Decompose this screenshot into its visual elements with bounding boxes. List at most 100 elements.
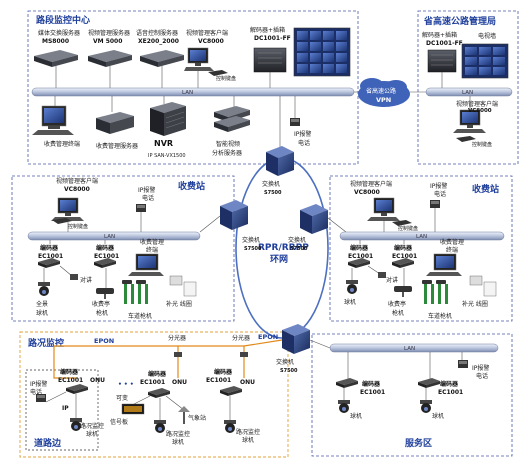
cam2-1: 路况监控 — [166, 430, 190, 438]
service-camera-2[interactable] — [420, 400, 432, 413]
charge-mgmt-server[interactable] — [96, 112, 134, 134]
media-switch-server[interactable] — [34, 50, 78, 67]
splitter-2[interactable] — [240, 352, 248, 357]
fill-light-left[interactable] — [169, 275, 197, 297]
charge-mgmt-terminal[interactable] — [32, 105, 74, 135]
enc-a-model: EC1001 — [58, 377, 83, 384]
vc-toll-left-model: VC8000 — [64, 186, 90, 193]
switch-left[interactable] — [220, 200, 248, 230]
encoder-toll-right-1[interactable] — [348, 258, 370, 268]
xe-name: 语音控制服务器 — [136, 29, 178, 37]
service-links — [343, 352, 463, 400]
encoder-service-2[interactable] — [418, 378, 440, 388]
onu-encoder-c[interactable] — [220, 386, 242, 396]
variable-sign[interactable] — [121, 403, 145, 415]
toll-right-upper-links — [383, 208, 436, 232]
dome-camera-right[interactable] — [346, 280, 358, 294]
ip-alarm-phone-toll-right[interactable] — [430, 200, 440, 208]
road-camera-c[interactable] — [224, 420, 236, 433]
keyboard-icon[interactable] — [456, 136, 476, 142]
toll-gun-left-2: 枪机 — [96, 309, 108, 317]
video-wall-center[interactable] — [293, 27, 351, 77]
switch-right[interactable] — [300, 204, 328, 234]
switch-top[interactable] — [266, 146, 294, 176]
weather-station[interactable] — [178, 406, 190, 424]
onu-b: ONU — [172, 379, 187, 386]
ana-name2: 分析服务器 — [212, 149, 242, 157]
switch-bottom-name: 交换机 — [276, 358, 294, 366]
nvr-storage[interactable] — [150, 102, 186, 136]
video-mgmt-client-toll-right[interactable] — [367, 197, 400, 221]
ip-alarm-phone-toll-left[interactable] — [136, 204, 146, 212]
toll-gun-camera-left[interactable] — [96, 288, 114, 299]
ipphone-road-2: 电话 — [30, 388, 42, 396]
video-mgmt-server[interactable] — [88, 50, 132, 67]
svg-text:LAN: LAN — [104, 234, 115, 240]
ipphone-service-2: 电话 — [476, 372, 488, 380]
talk-device-right[interactable] — [378, 272, 386, 278]
keyboard-icon[interactable] — [208, 70, 228, 76]
sign-1: 可变 — [116, 394, 128, 402]
ip-alarm-phone-service[interactable] — [458, 360, 468, 368]
title-road-center: 路段监控中心 — [36, 14, 90, 26]
lan-bar-center: LAN — [31, 87, 355, 97]
onu-encoder-b[interactable] — [148, 388, 170, 398]
ipphone-service-1: IP报警 — [472, 364, 489, 372]
toll-terminal-right[interactable] — [426, 253, 462, 276]
decoder-chassis-highway[interactable] — [427, 49, 457, 73]
encoder-toll-right-2[interactable] — [392, 258, 414, 268]
lan-bar-toll-right: LAN — [339, 231, 505, 241]
switch-right-model: S7500 — [290, 246, 308, 252]
video-mgmt-client-highway[interactable] — [453, 109, 486, 133]
encoder-toll-left-1[interactable] — [38, 258, 60, 268]
ball-service-2: 球机 — [432, 412, 444, 420]
lane-gun-cameras-left[interactable] — [122, 280, 148, 304]
epon-lines — [53, 339, 283, 379]
enc-service-2-model: EC1001 — [438, 389, 463, 396]
ball-right: 球机 — [344, 298, 356, 306]
term-toll-left-1: 收费管理 — [140, 238, 164, 246]
ip-alarm-phone-road[interactable] — [36, 394, 46, 402]
road-dots: • • • — [118, 381, 134, 388]
encoder-service-1[interactable] — [336, 378, 358, 388]
splitter-2-label: 分光器 — [232, 334, 250, 342]
lane-gun-cameras-right[interactable] — [422, 280, 448, 304]
talk-device-left[interactable] — [70, 274, 78, 280]
voice-control-server[interactable] — [140, 50, 184, 67]
quanjing-1: 全景 — [36, 300, 48, 308]
svg-text:省高速公路: 省高速公路 — [366, 87, 396, 95]
enc-toll-right-2-model: EC1001 — [392, 253, 417, 260]
dome-camera-left[interactable] — [38, 282, 50, 296]
title-service: 服务区 — [405, 437, 432, 449]
switch-left-name: 交换机 — [242, 236, 260, 244]
link-switch-right-toll — [327, 217, 347, 233]
ip-alarm-phone-center[interactable] — [290, 118, 300, 126]
decoder-center-model: DC1001-FF — [254, 35, 291, 42]
keyboard-icon[interactable] — [392, 220, 412, 226]
decoder-highway-name: 解码器+插箱 — [422, 31, 457, 39]
svg-text:VPN: VPN — [376, 96, 391, 104]
encoder-toll-left-2[interactable] — [94, 258, 116, 268]
fill-light-right[interactable] — [469, 275, 497, 297]
toll-terminal-left[interactable] — [128, 253, 164, 276]
keyboard-icon[interactable] — [52, 218, 72, 224]
enc-b-name: 编码器 — [148, 370, 167, 378]
decoder-chassis-center[interactable] — [253, 47, 287, 73]
vc-toll-left-name: 视频管理客户端 — [56, 177, 98, 185]
vm-name: 视频管理服务器 — [88, 29, 130, 37]
toll-gun-camera-right[interactable] — [394, 286, 412, 297]
road-camera-a[interactable] — [70, 418, 82, 431]
smart-analysis-server[interactable] — [214, 106, 250, 132]
video-mgmt-client-toll-left[interactable] — [51, 197, 84, 221]
splitter-1[interactable] — [174, 352, 182, 357]
switch-bottom[interactable] — [282, 324, 310, 354]
road-camera-b[interactable] — [154, 420, 166, 433]
video-mgmt-client-center[interactable] — [184, 47, 214, 71]
quanjing-2: 球机 — [36, 309, 48, 317]
video-wall-highway[interactable] — [461, 43, 509, 79]
onu-encoder-a[interactable] — [66, 384, 88, 394]
enc-toll-right-1-model: EC1001 — [348, 253, 373, 260]
enc-toll-right-1-name: 编码器 — [350, 244, 369, 252]
service-camera-1[interactable] — [338, 400, 350, 413]
